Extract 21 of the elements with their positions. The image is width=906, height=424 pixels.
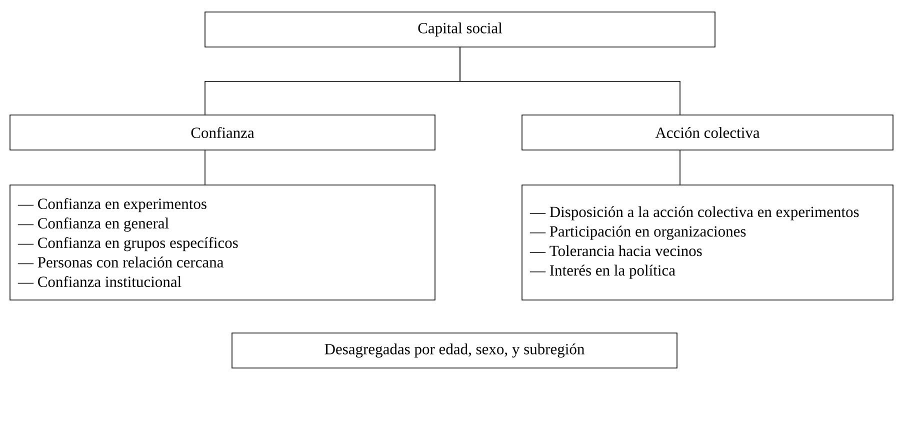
list-box <box>10 184 436 300</box>
list-item: — Personas con relación cercana <box>18 256 224 268</box>
list-item: — Participación en organizaciones <box>530 226 746 240</box>
box-label: Acción colectiva <box>655 127 760 138</box>
list-item: — Confianza en experimentos <box>18 198 206 212</box>
list-item: — Confianza institucional <box>18 276 182 288</box>
category-box <box>232 332 678 368</box>
list-item: — Disposición a la acción colectiva en experimentos <box>530 206 859 220</box>
list-item: — Confianza en grupos específicos <box>18 236 238 252</box>
list-box <box>522 184 894 300</box>
connector-line <box>204 150 206 185</box>
list-item: — Interés en la política <box>530 264 676 279</box>
connector-line <box>460 47 680 115</box>
category-box <box>204 12 716 48</box>
list-item: — Tolerancia hacia vecinos <box>530 245 702 256</box>
box-label: Capital social <box>418 22 502 37</box>
list-item: — Confianza en general <box>18 217 169 232</box>
box-label: Desagregadas por edad, sexo, y subregión <box>324 343 584 358</box>
category-box <box>10 114 436 150</box>
box-label: Confianza <box>191 126 254 138</box>
category-box <box>522 114 894 150</box>
